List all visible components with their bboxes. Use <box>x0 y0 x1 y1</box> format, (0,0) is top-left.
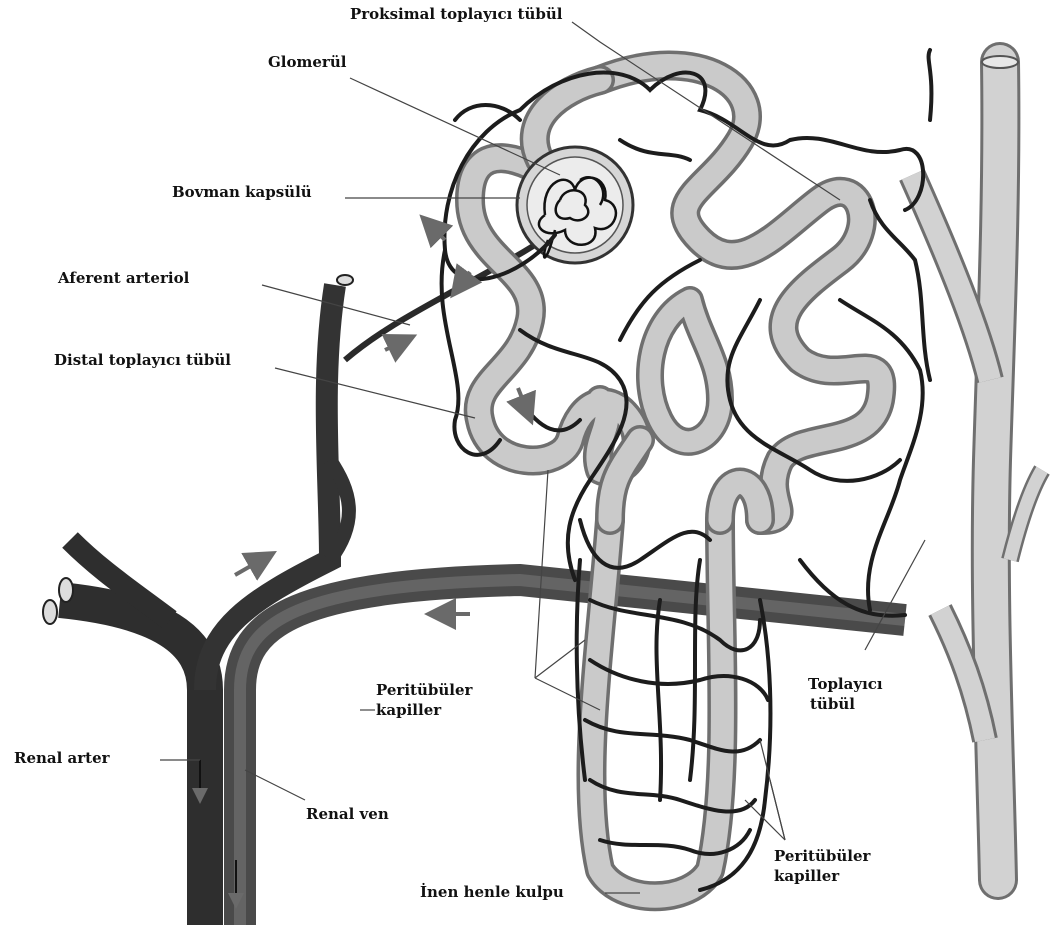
label-glomerul: Glomerül <box>268 54 346 71</box>
label-toplayici-1: Toplayıcı <box>808 676 883 693</box>
label-bovman: Bovman kapsülü <box>172 184 312 201</box>
bowman-capsule <box>517 147 633 263</box>
label-peritubuler-left-1: Peritübüler <box>376 682 472 699</box>
label-distal: Distal toplayıcı tübül <box>54 352 231 369</box>
label-henle: İnen henle kulpu <box>420 884 564 901</box>
label-peritubuler-right-2: kapiller <box>774 868 839 885</box>
label-peritubuler-left-2: kapiller <box>376 702 441 719</box>
renal-vessels <box>43 275 905 925</box>
label-toplayici-2: tübül <box>810 696 855 713</box>
label-aferent: Aferent arteriol <box>58 270 189 287</box>
collecting-duct <box>912 56 1042 880</box>
label-proksimal: Proksimal toplayıcı tübül <box>350 6 562 23</box>
label-renal-ven: Renal ven <box>306 806 389 823</box>
label-peritubuler-right-1: Peritübüler <box>774 848 870 865</box>
label-renal-arter: Renal arter <box>14 750 110 767</box>
